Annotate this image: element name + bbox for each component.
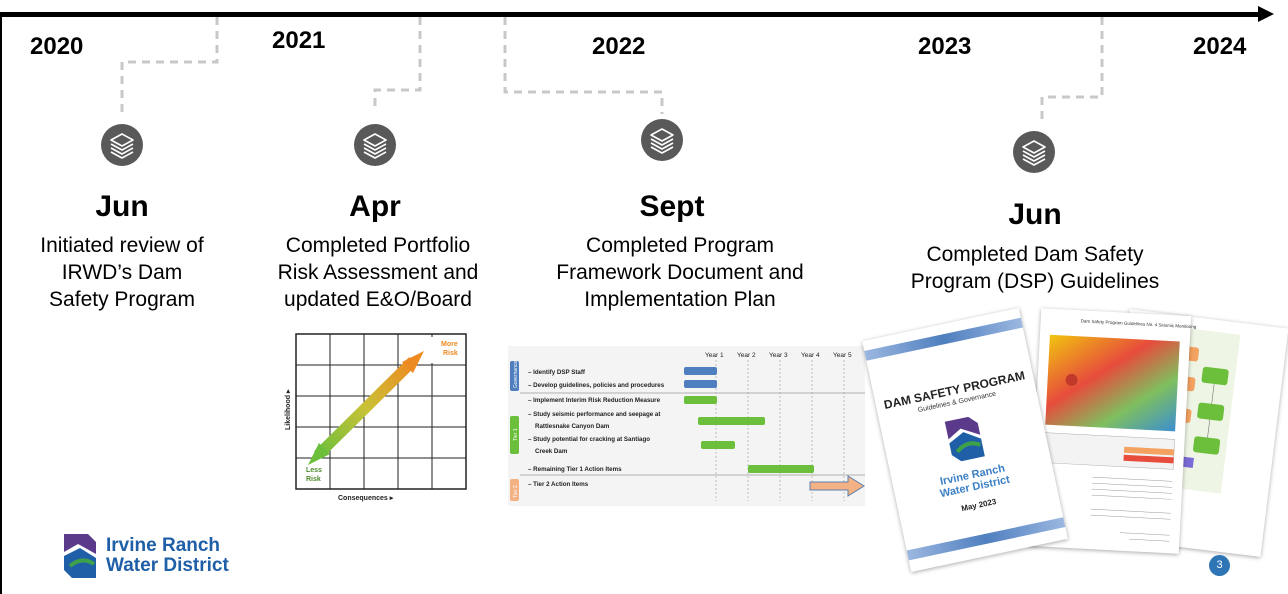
- gantt-task: – Tier 2 Action Items: [528, 481, 589, 488]
- description-line: Initiated review of: [40, 234, 204, 257]
- irwd-logo-mark: [64, 534, 96, 578]
- gantt-task: Rattlesnake Canyon Dam: [535, 423, 610, 430]
- group-label-governance: Governance: [513, 361, 519, 388]
- implementation-gantt: Governance Tier 1 Tier 2 Year 1 Year 2 Y…: [508, 346, 865, 506]
- year-label-2022: 2022: [592, 33, 646, 60]
- more-risk-label: Risk: [443, 350, 458, 357]
- gantt-task: – Identify DSP Staff: [528, 369, 586, 376]
- gantt-task: – Study potential for cracking at Santia…: [528, 436, 650, 443]
- milestone-month: Sept: [639, 190, 705, 223]
- description-line: Program (DSP) Guidelines: [910, 270, 1160, 293]
- description-line: Framework Document and: [556, 261, 804, 284]
- year-label-2023: 2023: [918, 33, 972, 60]
- dsp-guidelines-cover: DAM SAFETY PROGRAM Guidelines & Governan…: [862, 307, 1068, 573]
- gantt-year: Year 2: [737, 352, 756, 359]
- milestone-month: Jun: [95, 190, 149, 223]
- x-axis-label: Consequences ▸: [338, 495, 394, 502]
- gantt-graphic: Governance Tier 1 Tier 2 Year 1 Year 2 Y…: [510, 352, 865, 501]
- more-risk-label: More: [441, 341, 458, 348]
- layers-icon: [101, 124, 143, 166]
- logo-line: Irvine Ranch: [106, 535, 221, 556]
- group-label-tier-1: Tier 1: [513, 428, 519, 441]
- description-line: Safety Program: [49, 288, 195, 311]
- gantt-task: – Remaining Tier 1 Action Items: [528, 466, 622, 473]
- gantt-task: – Develop guidelines, policies and proce…: [528, 382, 665, 389]
- layers-icon: [1013, 131, 1055, 173]
- milestone-description: Completed Dam Safety Program (DSP) Guide…: [880, 241, 1190, 295]
- y-axis-label: Likelihood ▸: [285, 389, 292, 430]
- irwd-logo-mark: [944, 416, 985, 462]
- layers-icon: [354, 124, 396, 166]
- description-line: Risk Assessment and: [277, 261, 479, 284]
- gantt-task: – Study seismic performance and seepage …: [528, 411, 660, 418]
- irwd-logo: Irvine Ranch Water District: [60, 530, 260, 584]
- group-label-tier-2: Tier 2: [513, 485, 519, 498]
- page-number-badge: 3: [1209, 555, 1230, 576]
- description-line: updated E&O/Board: [284, 288, 472, 311]
- description-line: Completed Dam Safety: [926, 243, 1144, 266]
- gantt-year: Year 4: [801, 352, 820, 359]
- gantt-year: Year 3: [769, 352, 788, 359]
- milestone-month: Apr: [349, 190, 401, 223]
- timeline-axis: [0, 12, 1262, 17]
- year-label-2024: 2024: [1193, 33, 1247, 60]
- logo-line: Water District: [106, 555, 229, 576]
- left-border: [0, 14, 2, 594]
- less-risk-label: Less: [306, 467, 322, 474]
- year-label-2020: 2020: [30, 33, 84, 60]
- description-line: Completed Portfolio: [285, 234, 471, 257]
- milestone-description: Completed Portfolio Risk Assessment and …: [258, 232, 498, 313]
- layers-icon: [641, 119, 683, 161]
- description-line: Implementation Plan: [584, 288, 776, 311]
- seismic-monitoring-page: Dam Safety Program Guidelines No. 4 Seis…: [1028, 308, 1197, 554]
- seismic-map-graphic: Dam Safety Program Guidelines No. 4 Seis…: [1042, 318, 1197, 542]
- description-line: IRWD’s Dam: [61, 261, 183, 284]
- risk-matrix-graphic: Likelihood ▸ More Risk Less Risk Consequ…: [285, 333, 467, 502]
- gantt-year: Year 1: [705, 352, 724, 359]
- description-line: Completed Program: [586, 234, 774, 257]
- gantt-task: Creek Dam: [535, 448, 568, 455]
- year-label-2021: 2021: [272, 27, 326, 54]
- milestone-description: Initiated review of IRWD’s Dam Safety Pr…: [12, 232, 232, 313]
- timeline-arrowhead: [1258, 6, 1274, 22]
- logo-text: Irvine Ranch Water District: [106, 536, 229, 576]
- map-page-title: Dam Safety Program Guidelines No. 4 Seis…: [1081, 318, 1197, 329]
- milestone-description: Completed Program Framework Document and…: [530, 232, 830, 313]
- milestone-month: Jun: [1008, 198, 1062, 231]
- risk-matrix: Likelihood ▸ More Risk Less Risk Consequ…: [278, 330, 470, 505]
- gantt-year: Year 5: [833, 352, 852, 359]
- less-risk-label: Risk: [306, 476, 321, 483]
- gantt-task: – Implement Interim Risk Reduction Measu…: [528, 397, 661, 404]
